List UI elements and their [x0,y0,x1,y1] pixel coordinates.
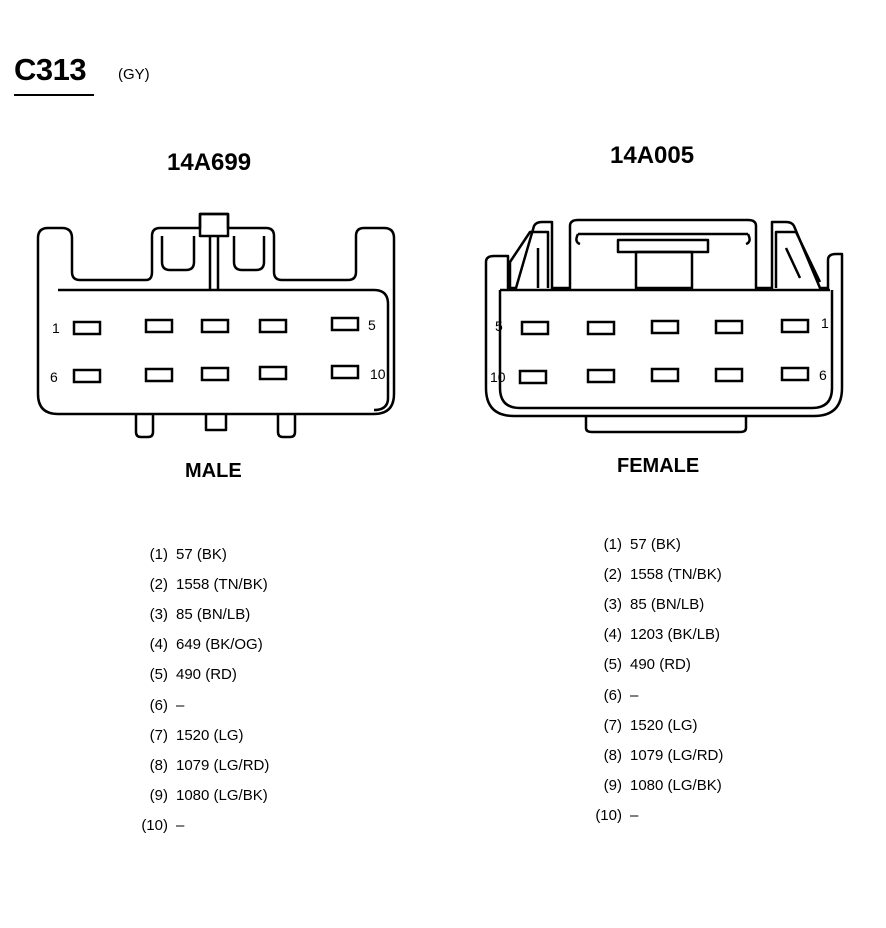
female-cavity-6 [780,366,810,382]
male-inner-face [58,288,390,412]
female-cavity-5 [520,320,550,336]
male-cavity-9 [258,365,288,381]
wire-circuit: – [176,816,185,834]
female-top-channel [575,232,751,246]
female-housing-outline [484,218,844,418]
male-pin-label-1: 1 [52,320,60,336]
female-cavity-3 [650,319,680,335]
female-pin-label-1: 1 [821,315,829,331]
female-latch-bar [616,238,710,254]
connector-diagrams: 1 5 6 10 5 1 10 6 [36,212,844,439]
pin-number: (4) [149,636,168,654]
female-part-number: 14A005 [610,142,695,169]
female-pin-label-10: 10 [490,369,506,385]
male-pin-label-10: 10 [370,366,386,382]
male-cavity-6 [72,368,102,384]
pin-number: (2) [603,566,622,584]
female-label: FEMALE [617,455,700,477]
male-pin-label-6: 6 [50,369,58,385]
wire-circuit: 1080 (LG/BK) [630,776,722,794]
female-cavity-1 [780,318,810,334]
wire-circuit: 490 (RD) [630,656,691,674]
header: C313 (GY) [0,0,886,110]
female-latch-body [634,250,694,290]
male-cavity-10 [330,364,360,380]
female-cavity-10 [518,369,548,385]
female-cavity-2 [714,319,744,335]
male-cavity-3 [200,318,230,334]
pin-number: (8) [603,746,622,764]
wire-circuit: 1558 (TN/BK) [630,566,722,584]
wire-circuit: 85 (BN/LB) [176,606,251,624]
pin-number: (6) [149,696,168,714]
female-pin-label-6: 6 [819,367,827,383]
male-housing-outline [36,212,396,416]
male-part-number: 14A699 [167,149,252,176]
pin-number: (5) [149,666,168,684]
male-latch-head [198,212,230,238]
wire-circuit: 1558 (TN/BK) [176,576,268,594]
pin-number: (3) [149,606,168,624]
pin-number: (6) [603,686,622,704]
male-cavity-7 [144,367,174,383]
connector-color-code: (GY) [118,66,150,83]
male-cavity-5 [330,316,360,332]
female-connector-face [484,218,844,434]
female-pin-label-5: 5 [495,318,503,334]
pin-number: (7) [603,716,622,734]
male-pin-label-5: 5 [368,317,376,333]
male-cavity-2 [144,318,174,334]
pin-number: (8) [149,756,168,774]
wire-circuit: – [630,806,639,824]
female-inner-face [498,288,834,410]
male-pin-cavities [72,316,360,384]
pin-number: (10) [141,816,168,834]
male-post-middle [204,414,228,432]
pin-number: (2) [149,576,168,594]
wire-circuit: 1520 (LG) [630,716,698,734]
wire-circuit: – [630,686,639,704]
male-cavity-8 [200,366,230,382]
male-label: MALE [185,460,242,482]
wire-circuit: 1080 (LG/BK) [176,786,268,804]
wire-circuit: 649 (BK/OG) [176,636,263,654]
male-post-right [276,414,297,439]
female-cavity-8 [650,367,680,383]
pin-number: (9) [603,776,622,794]
wire-circuit: 1203 (BK/LB) [630,626,721,644]
wire-circuit: 1079 (LG/RD) [176,756,270,774]
male-latch-shaft [208,236,220,290]
pin-number: (1) [603,536,622,553]
wire-circuit: 1079 (LG/RD) [630,746,724,764]
male-inner-notches [160,236,266,272]
female-cavity-9 [586,368,616,384]
pin-number: (4) [603,626,622,644]
female-left-slot [508,230,550,288]
pin-number: (5) [603,656,622,674]
wire-circuit: 57 (BK) [630,536,681,553]
pin-number: (3) [603,596,622,614]
female-bottom-rail [584,416,748,434]
female-right-slot [774,230,822,288]
wire-circuit: 85 (BN/LB) [630,596,705,614]
wire-circuit: 1520 (LG) [176,726,244,744]
wire-circuit: 490 (RD) [176,666,237,684]
wire-circuit: 57 (BK) [176,546,227,563]
pin-number: (9) [149,786,168,804]
pin-number: (1) [149,546,168,563]
pin-number: (10) [595,806,622,824]
female-pin-cavities [518,318,810,385]
female-cavity-4 [586,320,616,336]
male-cavity-4 [258,318,288,334]
female-cavity-7 [714,367,744,383]
wire-circuit: – [176,696,185,714]
male-connector-face [36,212,396,439]
male-cavity-1 [72,320,102,336]
connector-title: C313 [14,52,87,87]
pin-number: (7) [149,726,168,744]
male-post-left [134,414,155,439]
title-underline [14,94,94,96]
